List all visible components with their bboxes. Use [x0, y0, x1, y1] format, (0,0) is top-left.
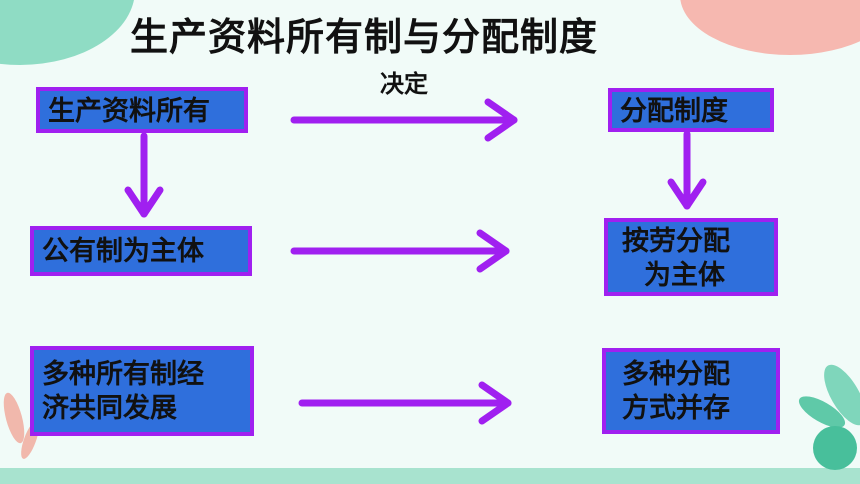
box-public-main: 公有制为主体 — [30, 226, 252, 276]
box-public-main-text: 公有制为主体 — [42, 236, 204, 267]
box-multi-ownership: 多种所有制经 济共同发展 — [30, 346, 254, 436]
page-title: 生产资料所有制与分配制度 — [130, 15, 599, 59]
top-right-blob — [680, 0, 860, 55]
leaf-decoration-right — [798, 364, 860, 470]
arrow-distribution-down — [667, 130, 707, 210]
arrow-public-right — [290, 229, 510, 273]
box-multi-distribution-line1: 多种分配 — [622, 359, 730, 390]
arrow-decide-right — [290, 98, 518, 142]
box-multi-distribution: 多种分配 方式并存 — [602, 348, 780, 434]
box-ownership: 生产资料所有 — [36, 87, 248, 133]
box-labor-line1: 按劳分配 — [622, 226, 730, 257]
box-distribution: 分配制度 — [608, 88, 774, 132]
box-multi-ownership-line2: 济共同发展 — [42, 393, 177, 424]
box-distribution-text: 分配制度 — [620, 96, 728, 127]
arrow-ownership-down — [124, 132, 164, 218]
arrow-multi-right — [298, 381, 512, 425]
bottom-bar — [0, 468, 860, 484]
box-labor-distribution: 按劳分配 为主体 — [604, 218, 778, 296]
top-left-blob — [0, 0, 134, 65]
box-multi-distribution-line2: 方式并存 — [622, 393, 730, 424]
box-labor-line2: 为主体 — [644, 260, 725, 291]
decide-label: 决定 — [380, 70, 428, 98]
box-multi-ownership-line1: 多种所有制经 — [42, 359, 204, 390]
box-ownership-text: 生产资料所有 — [48, 96, 210, 127]
